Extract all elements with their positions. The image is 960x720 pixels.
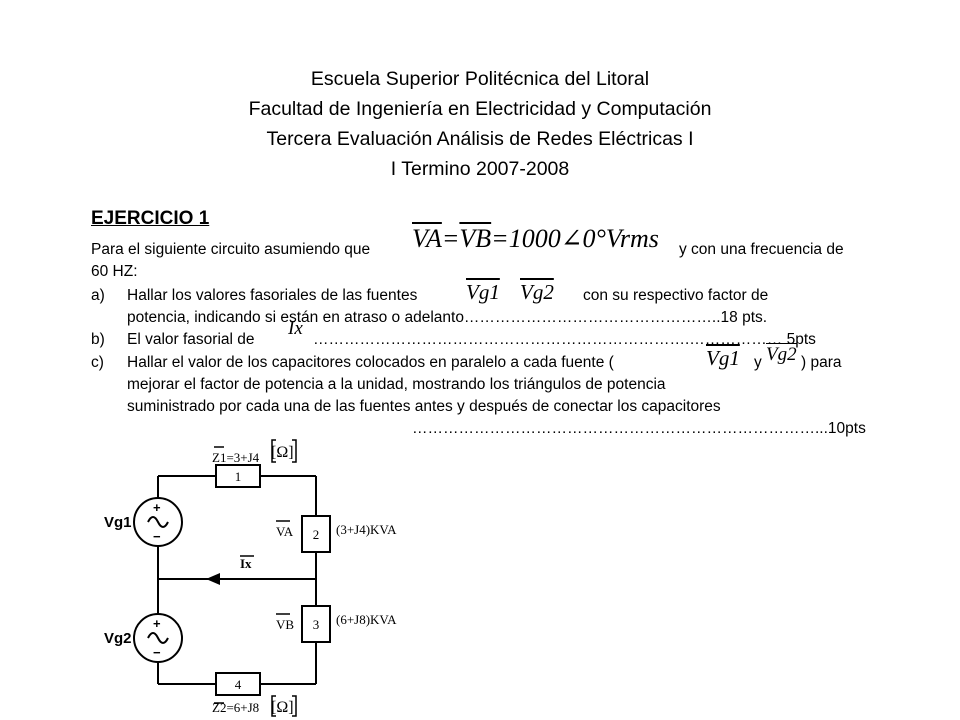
item-b-marker: b) bbox=[91, 331, 105, 348]
voltage-equation: VA=VB=1000∠0°Vrms bbox=[412, 224, 659, 254]
item-a-text-3: potencia, indicando si están en atraso o… bbox=[127, 309, 768, 326]
vg1-plus: + bbox=[153, 500, 161, 515]
item-c-text-4: suministrado por cada una de las fuentes… bbox=[127, 398, 721, 415]
intro-text-2: y con una frecuencia de bbox=[679, 241, 844, 258]
sine-wave-2 bbox=[147, 632, 169, 644]
vg2-label: Vg2 bbox=[104, 630, 132, 647]
conj-y: y bbox=[754, 354, 762, 371]
vg1-symbol-c: Vg1 bbox=[706, 346, 740, 370]
item-b-text-2: ……………………………………………………………….……………… 5pts bbox=[313, 331, 816, 348]
item-c-marker: c) bbox=[91, 354, 104, 371]
vg1-symbol: Vg1 bbox=[466, 280, 500, 304]
vg2-symbol-c: Vg2 bbox=[766, 344, 797, 365]
intro-text-3: 60 HZ: bbox=[91, 263, 138, 280]
ix-label: Ix bbox=[240, 556, 252, 571]
vb-node-label: VB bbox=[276, 617, 294, 632]
vg2-minus: − bbox=[153, 645, 161, 660]
item-a-text: Hallar los valores fasoriales de las fue… bbox=[127, 287, 418, 304]
z2-unit: [Ω] bbox=[271, 699, 294, 716]
va-symbol: VA bbox=[412, 224, 442, 253]
item-c-text: Hallar el valor de los capacitores coloc… bbox=[127, 354, 614, 371]
load-3-box bbox=[301, 605, 331, 643]
school-name: Escuela Superior Politécnica del Litoral bbox=[310, 68, 650, 90]
box-1-number: 1 bbox=[235, 469, 242, 484]
ix-arrow bbox=[206, 573, 220, 585]
exam-header: Escuela Superior Politécnica del Litoral… bbox=[0, 64, 960, 184]
impedance-1-box bbox=[215, 464, 261, 488]
voltage-value: =1000∠0°Vrms bbox=[491, 224, 659, 253]
vg2-plus: + bbox=[153, 616, 161, 631]
item-c-text-2: ) para bbox=[801, 354, 842, 371]
z2-label: Z2=6+J8 bbox=[212, 700, 259, 715]
vg1-label: Vg1 bbox=[104, 514, 132, 531]
load-2-label: (3+J4)KVA bbox=[336, 522, 397, 537]
faculty-name: Facultad de Ingeniería en Electricidad y… bbox=[248, 98, 712, 120]
box-3-number: 3 bbox=[313, 617, 320, 632]
z1-label: Z1=3+J4 bbox=[212, 450, 260, 465]
exercise-title: EJERCICIO 1 bbox=[91, 208, 210, 229]
box-2-number: 2 bbox=[313, 527, 320, 542]
impedance-4-box bbox=[215, 672, 261, 696]
vg2-symbol: Vg2 bbox=[520, 280, 554, 304]
z1-unit: [Ω] bbox=[271, 444, 294, 461]
va-node-label: VA bbox=[276, 524, 294, 539]
load-3-label: (6+J8)KVA bbox=[336, 612, 397, 627]
equals-sign: = bbox=[441, 224, 460, 253]
item-c-text-3: mejorar el factor de potencia a la unida… bbox=[127, 376, 666, 393]
exam-name: Tercera Evaluación Análisis de Redes Elé… bbox=[266, 128, 694, 150]
item-b-text: El valor fasorial de bbox=[127, 331, 255, 348]
ix-symbol: Ix bbox=[288, 318, 303, 339]
item-a-marker: a) bbox=[91, 287, 105, 304]
intro-text: Para el siguiente circuito asumiendo que bbox=[91, 241, 371, 258]
sine-wave-1 bbox=[147, 516, 169, 528]
vg1-minus: − bbox=[153, 529, 161, 544]
item-a-text-2: con su respectivo factor de bbox=[583, 287, 769, 304]
load-2-box bbox=[301, 515, 331, 553]
box-4-number: 4 bbox=[235, 677, 242, 692]
vb-symbol: VB bbox=[459, 224, 492, 253]
term: I Termino 2007-2008 bbox=[390, 158, 570, 180]
item-c-text-5: ……………………………………………………………………...10pts bbox=[412, 420, 866, 437]
